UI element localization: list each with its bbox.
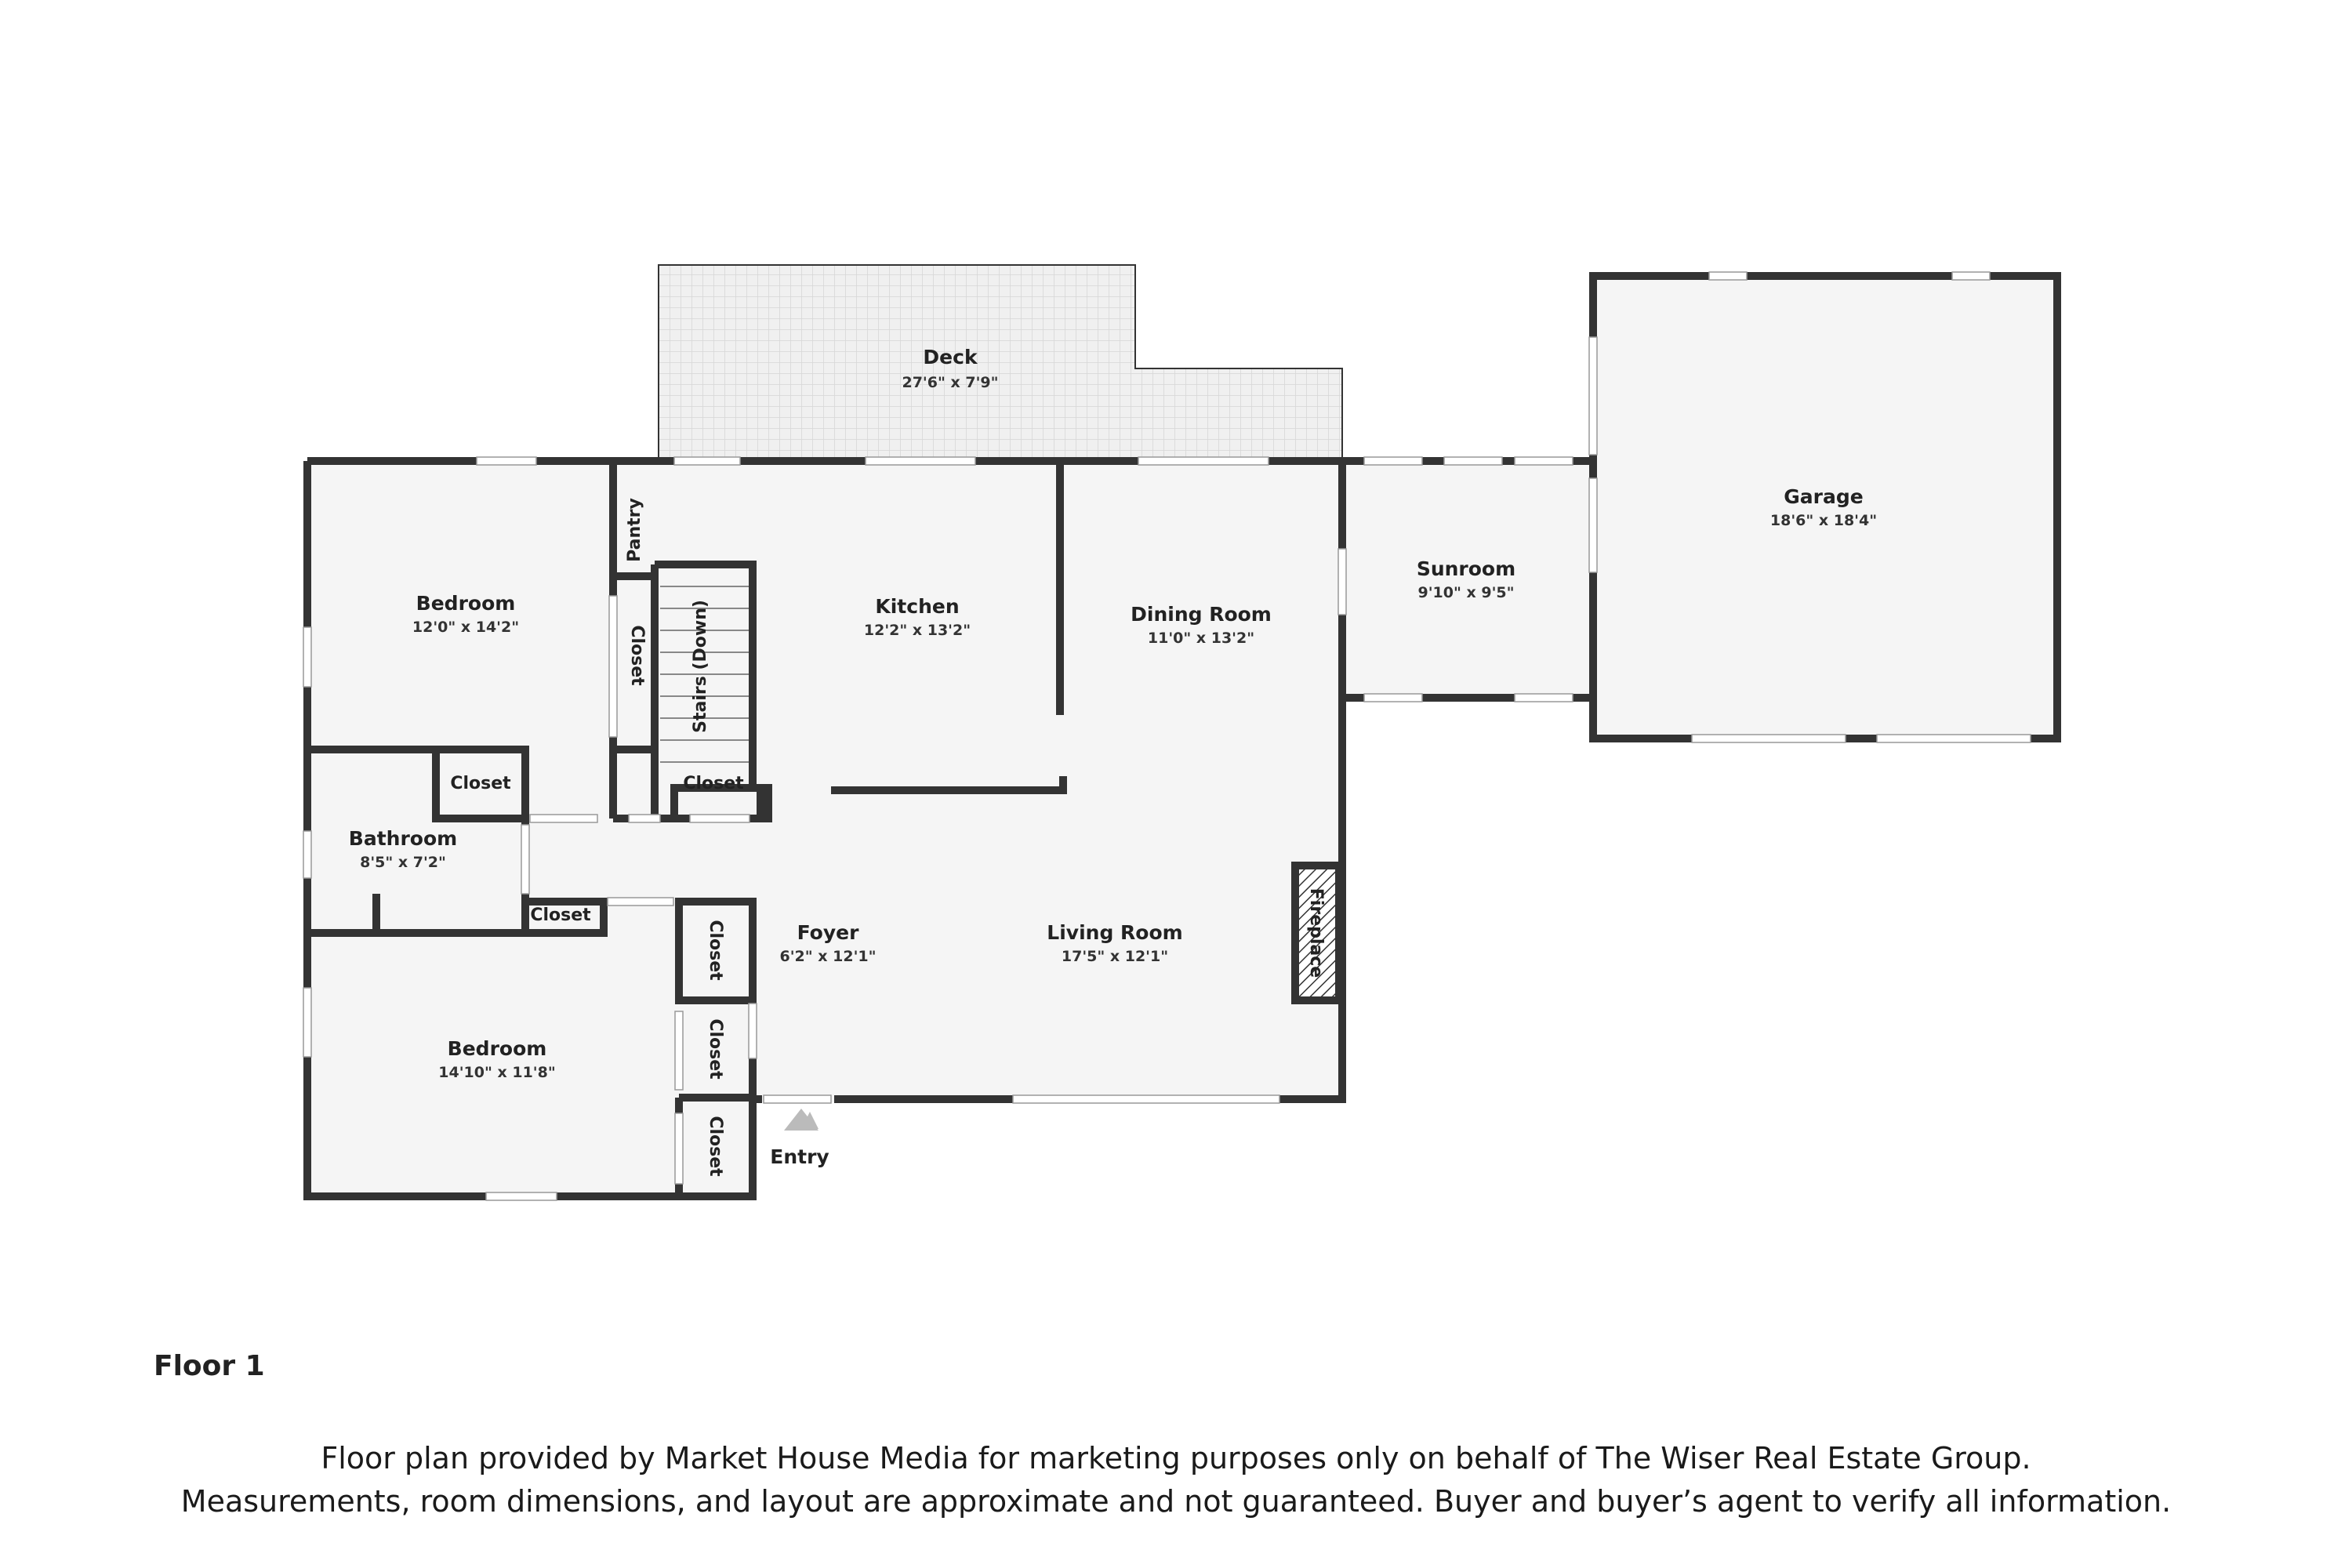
floor-label: Floor 1 [154, 1350, 265, 1382]
sunroom-floor [1342, 461, 1593, 698]
closet-label-bath: Closet [450, 774, 511, 793]
pantry-label: Pantry [625, 498, 644, 562]
stairs-label: Stairs (Down) [691, 600, 710, 733]
bedroom1-dim: 12'0" x 14'2" [412, 619, 519, 636]
living-dim: 17'5" x 12'1" [1062, 948, 1168, 965]
sunroom-dim: 9'10" x 9'5" [1417, 584, 1514, 601]
deck-area [658, 264, 1343, 462]
bathroom-name: Bathroom [349, 827, 457, 850]
kitchen-name: Kitchen [875, 595, 959, 618]
closet-label-column: Closet [627, 625, 647, 686]
sunroom-name: Sunroom [1417, 557, 1515, 580]
entry-marker-icon [784, 1109, 818, 1131]
closet-label-stairs: Closet [683, 774, 744, 793]
fireplace-label: Fireplace [1306, 888, 1326, 978]
foyer-name: Foyer [797, 921, 859, 944]
bedroom1-name: Bedroom [416, 592, 516, 615]
deck-dim: 27'6" x 7'9" [902, 374, 998, 391]
garage-dim: 18'6" x 18'4" [1770, 512, 1877, 529]
foyer-dim: 6'2" x 12'1" [779, 948, 876, 965]
garage-floor [1593, 276, 2057, 739]
closet-label-foyer1: Closet [706, 920, 725, 981]
stair-treads [660, 586, 749, 763]
closet-label-foyer3: Closet [706, 1116, 725, 1177]
disclaimer-line-1: Floor plan provided by Market House Medi… [321, 1441, 2031, 1475]
deck-name: Deck [923, 346, 978, 368]
closet-label-hall: Closet [530, 906, 591, 925]
dining-name: Dining Room [1131, 603, 1272, 626]
garage-name: Garage [1784, 485, 1863, 508]
closet-label-foyer2: Closet [706, 1018, 725, 1080]
disclaimer-line-2: Measurements, room dimensions, and layou… [180, 1484, 2172, 1519]
windows [303, 271, 2031, 1201]
living-name: Living Room [1047, 921, 1182, 944]
bathroom-dim: 8'5" x 7'2" [360, 854, 446, 871]
kitchen-dim: 12'2" x 13'2" [864, 622, 971, 639]
bedroom2-name: Bedroom [448, 1037, 547, 1060]
entry-label: Entry [770, 1145, 829, 1168]
bedroom2-dim: 14'10" x 11'8" [438, 1064, 555, 1081]
dining-dim: 11'0" x 13'2" [1148, 630, 1254, 647]
